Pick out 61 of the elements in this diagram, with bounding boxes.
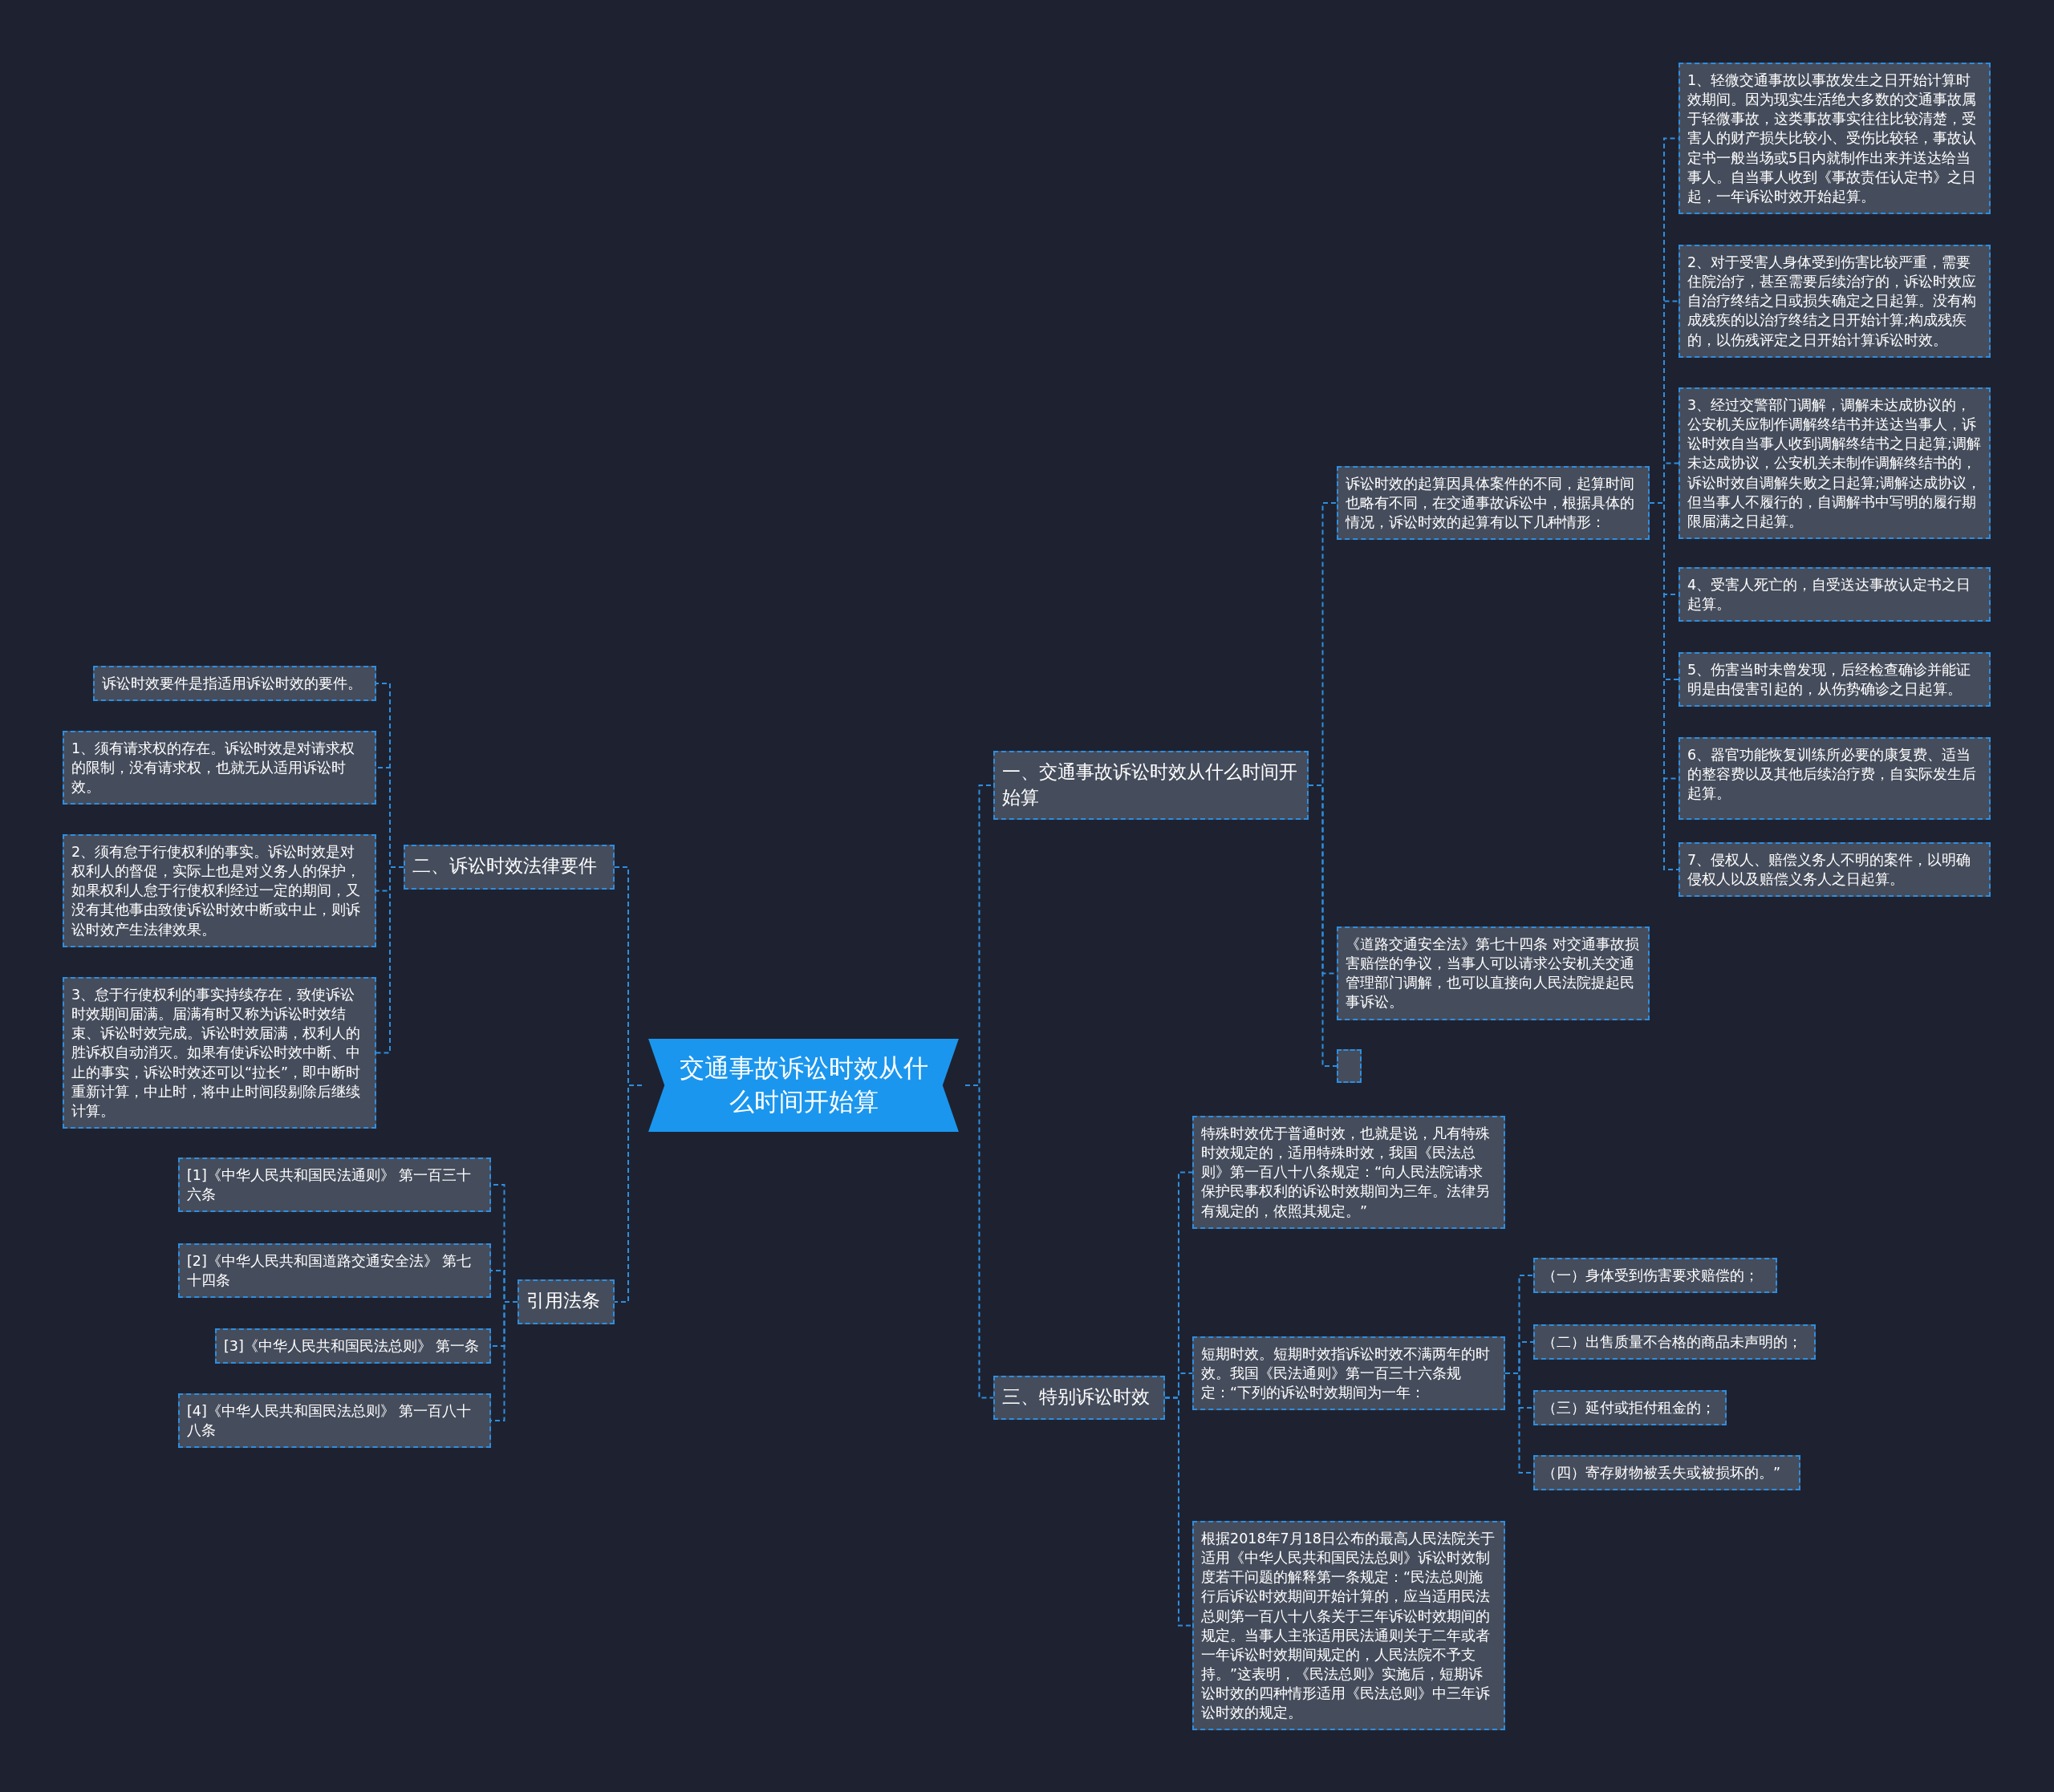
topic-text: 1、轻微交通事故以事故发生之日开始计算时效期间。因为现实生活绝大多数的交通事故属于轻微事故，这类事故事实往往比较清楚，受害人的财产损失比较小、受伤比较轻，事故认定书一般当场或5日内就制作出来并送达给当事人。自当事人收到《事故责任认定书》之日起，一年诉讼时效开始起算。 [1687, 71, 1977, 206]
topic-box [1679, 245, 1991, 358]
topic-text: 3、怠于行使权利的事实持续存在，致使诉讼时效期间届满。届满有时又称为诉讼时效结束、诉讼时效完成。诉讼时效届满，权利人的胜诉权自动消灭。如果有使诉讼时效中断、中止的事实，诉讼时效还可以“拉长”，即中断时重新计算，中止时，将中止时间段剔除后继续计算。 [71, 986, 362, 1121]
connector-line [375, 866, 404, 1054]
branch-topic-box [993, 1376, 1165, 1420]
topic-text: 1、须有请求权的存在。诉讼时效是对请求权的限制，没有请求权，也就无从适用诉讼时效。 [71, 740, 356, 797]
central-topic-text: 交通事故诉讼时效从什么时间开始算 [678, 1052, 929, 1117]
connector-line [614, 1085, 643, 1303]
topic-box [1337, 466, 1650, 541]
topic-box [1533, 1455, 1800, 1491]
topic-box [178, 1393, 491, 1449]
topic-box [178, 1158, 491, 1213]
topic-box [1679, 387, 1991, 539]
topic-text: 短期时效。短期时效指诉讼时效不满两年的时效。我国《民法通则》第一百三十六条规定：“下列的诉讼时效期间为一年： [1201, 1345, 1491, 1403]
topic-text: 《道路交通安全法》第七十四条 对交通事故损害赔偿的争议，当事人可以请求公安机关交通管理部门调解，也可以直接向人民法院提起民事诉讼。 [1346, 935, 1640, 1012]
topic-box [93, 666, 376, 702]
topic-text: 诉讼时效要件是指适用诉讼时效的要件。 [102, 675, 363, 693]
topic-box [1337, 926, 1650, 1020]
topic-box [1679, 842, 1991, 898]
topic-text: 根据2018年7月18日公布的最高人民法院关于适用《中华人民共和国民法总则》诉讼时效制度若干问题的解释第一条规定：“民法总则施行后诉讼时效期间开始计算的，应当适用民法总则第一百八十八条关于三年诉讼时效期间的规定。当事人主张适用民法通则关于二年或者一年诉讼时效期间规定的，人民法院不予支持。”这表明，《民法总则》实施后，短期诉讼时效的四种情形适用《民法总则》中三年诉讼时效的规定。 [1201, 1530, 1496, 1723]
topic-text: （三）延付或拒付租金的； [1542, 1399, 1716, 1417]
topic-text: 7、侵权人、赔偿义务人不明的案件，以明确侵权人以及赔偿义务人之日起算。 [1687, 851, 1972, 890]
topic-text: 6、器官功能恢复训练所必要的康复费、适当的整容费以及其他后续治疗费，自实际发生后起算。 [1687, 746, 1977, 804]
connector-line [1164, 1397, 1193, 1627]
topic-text: 2、对于受害人身体受到伤害比较严重，需要住院治疗，甚至需要后续治疗的，诉讼时效应自治疗终结之日或损失确定之日起算。没有构成残疾的以治疗终结之日开始计算;构成残疾的，以伤残评定之日开始计算诉讼时效。 [1687, 253, 1977, 350]
topic-text: （二）出售质量不合格的商品未声明的； [1542, 1333, 1803, 1352]
topic-box [1533, 1258, 1777, 1294]
topic-box [1533, 1324, 1816, 1360]
branch-topic-box [993, 751, 1309, 820]
topic-text: [1]《中华人民共和国民法通则》 第一百三十六条 [187, 1166, 473, 1205]
topic-text: 一、交通事故诉讼时效从什么时间开始算 [1002, 760, 1298, 810]
topic-text: 特殊时效优于普通时效，也就是说，凡有特殊时效规定的，适用特殊时效，我国《民法总则》第一百八十八条规定：“向人民法院请求保护民事权利的诉讼时效期间为三年。法律另有规定的，依照其规定。” [1201, 1125, 1491, 1221]
topic-text: [2]《中华人民共和国道路交通安全法》 第七十四条 [187, 1252, 473, 1291]
topic-box [1192, 1336, 1505, 1411]
branch-topic-box [518, 1279, 615, 1324]
topic-box [1679, 737, 1991, 820]
topic-text: 5、伤害当时未曾发现，后经检查确诊并能证明是由侵害引起的，从伤势确诊之日起算。 [1687, 661, 1972, 699]
topic-box [1679, 63, 1991, 214]
topic-box [215, 1328, 491, 1364]
topic-box [1679, 652, 1991, 707]
topic-text: [4]《中华人民共和国民法总则》 第一百八十八条 [187, 1402, 473, 1441]
empty-topic-box [1337, 1049, 1362, 1083]
topic-text: 3、经过交警部门调解，调解未达成协议的，公安机关应制作调解终结书并送达当事人，诉讼时效自当事人收到调解终结书之日起算;调解未达成协议，公安机关未制作调解终结书的，诉讼时效自调解失败之日起算;调解达成协议，但当事人不履行的，自调解书中写明的履行期限届满之日起算。 [1687, 396, 1982, 531]
topic-box [63, 731, 376, 805]
topic-box [1679, 567, 1991, 622]
topic-box [1192, 1116, 1505, 1229]
connector-line [964, 1085, 994, 1399]
topic-text: 2、须有怠于行使权利的事实。诉讼时效是对权利人的督促，实际上也是对义务人的保护，如果权利人怠于行使权利经过一定的期间，又没有其他事由致使诉讼时效中断或中止，则诉讼时效产生法律效果。 [71, 843, 361, 939]
topic-text: 诉讼时效的起算因具体案件的不同，起算时间也略有不同，在交通事故诉讼中，根据具体的情况，诉讼时效的起算有以下几种情形： [1346, 475, 1635, 533]
topic-box [63, 834, 376, 947]
topic-box [63, 977, 376, 1129]
topic-text: 4、受害人死亡的，自受送达事故认定书之日起算。 [1687, 576, 1972, 614]
topic-text: （四）寄存财物被丢失或被损坏的。” [1542, 1464, 1782, 1482]
branch-topic-box [404, 845, 615, 890]
topic-text: 三、特别诉讼时效 [1002, 1385, 1151, 1409]
topic-box [178, 1243, 491, 1299]
topic-box [1533, 1390, 1727, 1426]
topic-text: [3]《中华人民共和国民法总则》 第一条 [224, 1337, 481, 1356]
topic-text: （一）身体受到伤害要求赔偿的； [1542, 1267, 1760, 1285]
topic-text: 引用法条 [526, 1289, 601, 1312]
topic-text: 二、诉讼时效法律要件 [412, 854, 598, 878]
